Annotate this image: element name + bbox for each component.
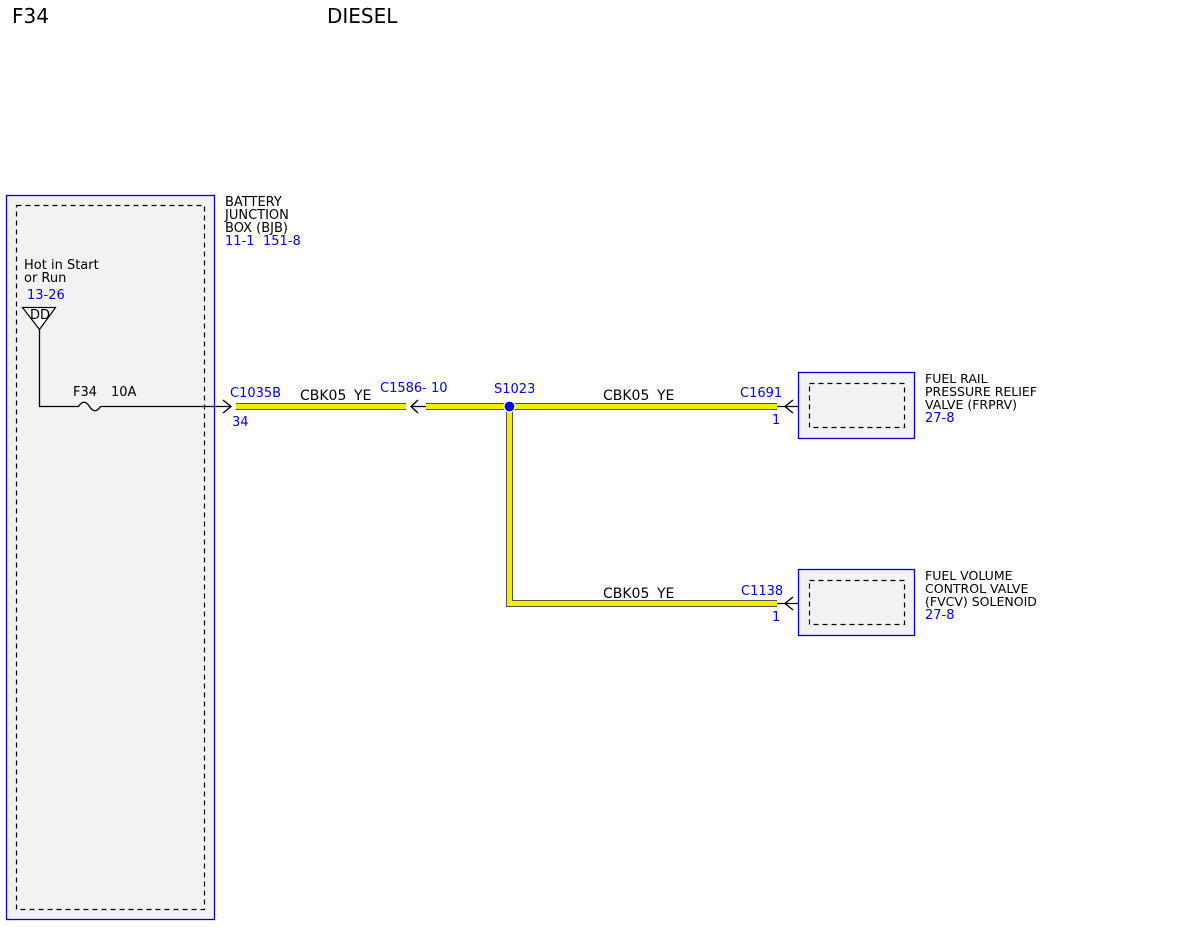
fvcv-inner-outline xyxy=(808,579,906,626)
c1138-connector-label[interactable]: C1138 xyxy=(741,584,783,599)
c1138-pin-label: 1 xyxy=(772,610,780,625)
bjb-name-line-3: BOX (BJB) xyxy=(225,221,288,236)
power-source-ref-link[interactable]: 13-26 xyxy=(27,288,65,303)
wire-segment-s1023-to-c1138 xyxy=(506,406,777,607)
fvcv-name-line-2: CONTROL VALVE xyxy=(925,581,1028,596)
diagram-code: F34 xyxy=(12,4,49,28)
c1691-connector-icon xyxy=(783,399,794,414)
frprv-component xyxy=(797,371,916,440)
bjb-name-line-1: BATTERY xyxy=(225,195,282,210)
frprv-name-line-3: VALVE (FRPRV) xyxy=(925,397,1017,412)
power-bus-triangle-icon xyxy=(21,306,57,331)
wire-2-circuit: CBK05 xyxy=(603,388,649,404)
fvcv-name-line-1: FUEL VOLUME xyxy=(925,568,1013,583)
s1023-splice-dot-icon[interactable] xyxy=(503,400,516,413)
c1138-connector-icon xyxy=(783,596,794,611)
bjb-ref-link-2[interactable]: 151-8 xyxy=(263,234,301,249)
bjb-name-line-2: JUNCTION xyxy=(224,208,289,223)
power-source-line-2: or Run xyxy=(24,271,66,286)
c1586-connector-label[interactable]: C1586- 10 xyxy=(380,381,448,396)
fvcv-name-line-3: (FVCV) SOLENOID xyxy=(925,594,1037,609)
wire-1-circuit: CBK05 xyxy=(300,388,346,404)
wire-2-color: YE xyxy=(656,388,674,404)
power-source-line-1: Hot in Start xyxy=(24,258,99,273)
c1691-connector-label[interactable]: C1691 xyxy=(740,386,782,401)
fvcv-component xyxy=(797,568,916,637)
frprv-name-line-2: PRESSURE RELIEF xyxy=(925,384,1037,399)
battery-junction-box xyxy=(5,194,216,921)
fuse-name: F34 xyxy=(73,385,97,400)
fuse-rating: 10A xyxy=(111,385,137,400)
c1035b-pin-label: 34 xyxy=(232,415,249,430)
bjb-ref-link-1[interactable]: 11-1 xyxy=(225,234,255,249)
c1691-pin-label: 1 xyxy=(772,413,780,428)
frprv-name-line-1: FUEL RAIL xyxy=(925,371,988,386)
frprv-ref-link[interactable]: 27-8 xyxy=(925,411,955,426)
wire-1-color: YE xyxy=(353,388,371,404)
bjb-inner-outline xyxy=(15,204,206,911)
diagram-variant: DIESEL xyxy=(327,4,398,28)
s1023-splice-label[interactable]: S1023 xyxy=(494,382,535,397)
power-bus-label: DD xyxy=(30,308,50,323)
frprv-inner-outline xyxy=(808,382,906,429)
wire-3-color: YE xyxy=(656,586,674,602)
c1035b-connector-icon xyxy=(222,399,233,414)
fvcv-ref-link[interactable]: 27-8 xyxy=(925,608,955,623)
bjb-internal-feed xyxy=(38,329,79,408)
wire-3-circuit: CBK05 xyxy=(603,586,649,602)
c1035b-connector-label[interactable]: C1035B xyxy=(230,386,281,401)
fuse-symbol-icon xyxy=(77,401,102,412)
